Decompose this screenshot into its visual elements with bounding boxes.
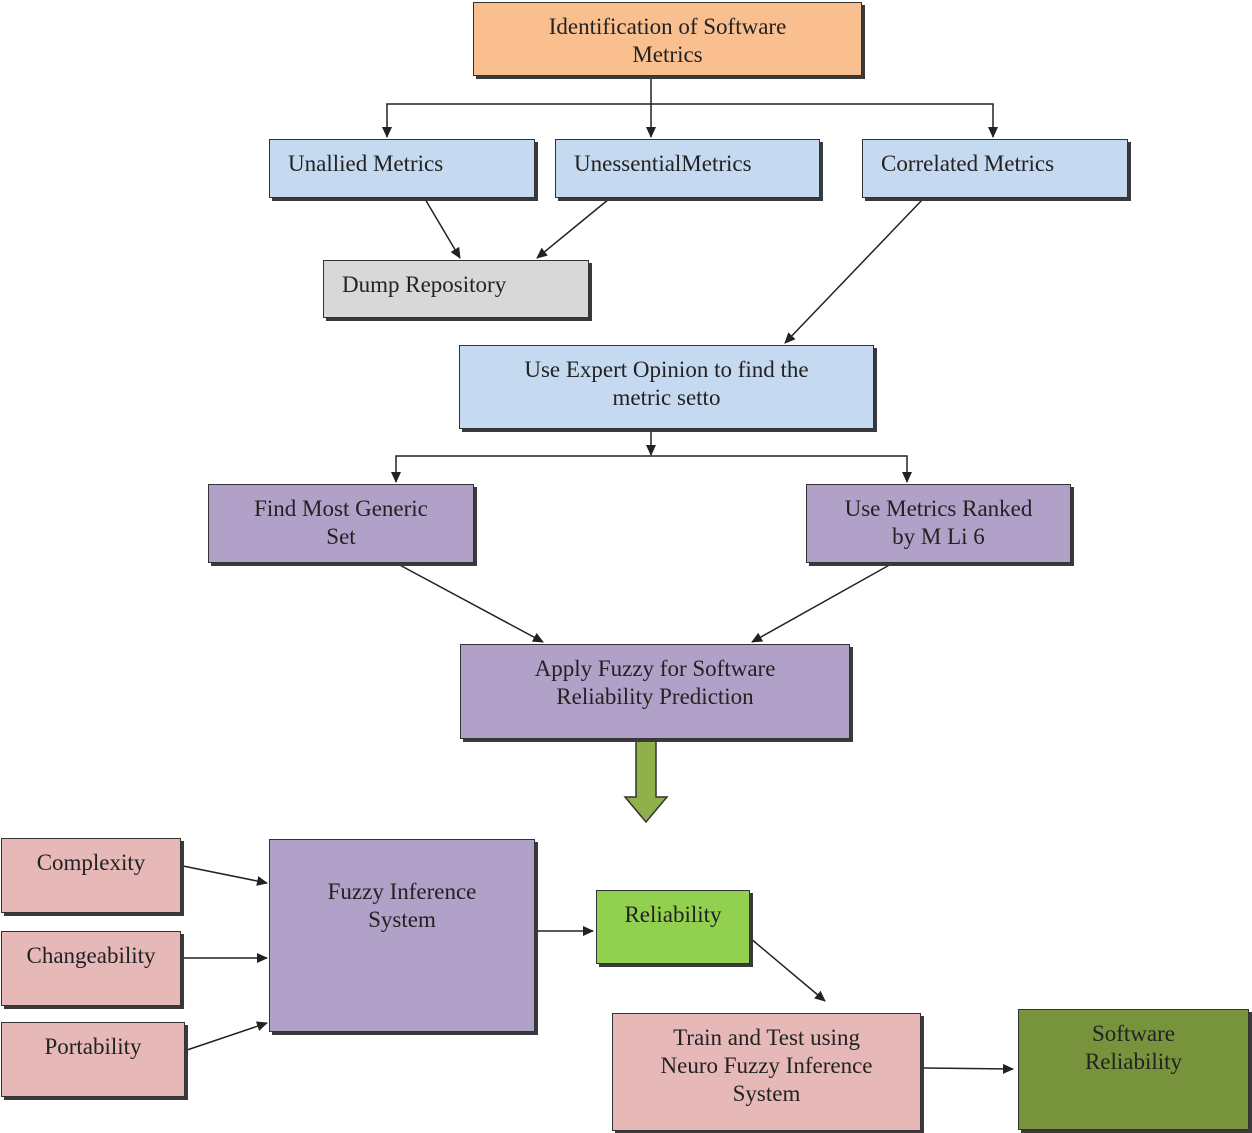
node-unessential-label: UnessentialMetrics <box>574 151 752 176</box>
node-expert-label: Use Expert Opinion to find the metric se… <box>524 357 809 410</box>
edge-complexity-fis <box>182 865 268 886</box>
edge-expert-ranked <box>651 455 912 483</box>
edge-generic-fuzzy <box>395 562 544 643</box>
edge-correlated-expert <box>784 198 924 344</box>
edge-identification-correlated <box>651 103 998 138</box>
node-expert-opinion: Use Expert Opinion to find the metric se… <box>459 345 874 429</box>
node-dump-repository: Dump Repository <box>323 260 589 318</box>
edge-reliability-neuro <box>749 937 826 1002</box>
big-down-arrow-icon <box>623 739 669 824</box>
split-connector-top <box>382 76 998 138</box>
node-complexity: Complexity <box>1 838 181 913</box>
node-portability-label: Portability <box>44 1034 142 1059</box>
node-fuzzy-inference-system: Fuzzy Inference System <box>269 839 535 1032</box>
node-identification: Identification of Software Metrics <box>473 2 862 76</box>
node-correlated-metrics: Correlated Metrics <box>862 139 1128 198</box>
node-fis-label: Fuzzy Inference System <box>327 879 477 932</box>
node-find-generic-set: Find Most Generic Set <box>208 484 474 563</box>
node-fuzzy-apply-label: Apply Fuzzy for Software Reliability Pre… <box>534 656 776 709</box>
node-complexity-label: Complexity <box>36 850 146 875</box>
edge-unallied-dump <box>424 198 461 259</box>
node-apply-fuzzy: Apply Fuzzy for Software Reliability Pre… <box>460 644 850 739</box>
node-correlated-label: Correlated Metrics <box>881 151 1055 176</box>
edge-neuro-software-reliability <box>923 1063 1014 1074</box>
node-dump-label: Dump Repository <box>342 272 507 297</box>
edge-unessential-dump <box>536 198 610 259</box>
node-unessential-metrics: UnessentialMetrics <box>555 139 820 198</box>
node-reliability-label: Reliability <box>624 902 722 927</box>
node-unallied-label: Unallied Metrics <box>288 151 444 176</box>
node-changeability-label: Changeability <box>26 943 156 968</box>
edge-ranked-fuzzy <box>751 562 894 643</box>
node-software-reliability-label: Software Reliability <box>1084 1021 1183 1074</box>
node-portability: Portability <box>1 1022 185 1097</box>
node-identification-label: Identification of Software Metrics <box>548 14 787 67</box>
node-neuro-fuzzy: Train and Test using Neuro Fuzzy Inferen… <box>612 1013 921 1131</box>
edge-expert-generic <box>391 455 651 483</box>
node-changeability: Changeability <box>1 931 181 1006</box>
node-neuro-label: Train and Test using Neuro Fuzzy Inferen… <box>660 1025 873 1106</box>
edge-identification-unallied <box>382 103 651 138</box>
edge-portability-fis <box>186 1021 268 1051</box>
node-generic-label: Find Most Generic Set <box>254 496 428 549</box>
node-ranked-label: Use Metrics Ranked by M Li 6 <box>844 496 1033 549</box>
node-metrics-ranked: Use Metrics Ranked by M Li 6 <box>806 484 1071 563</box>
node-reliability: Reliability <box>596 890 750 964</box>
node-unallied-metrics: Unallied Metrics <box>269 139 535 198</box>
node-software-reliability: Software Reliability <box>1018 1009 1249 1130</box>
